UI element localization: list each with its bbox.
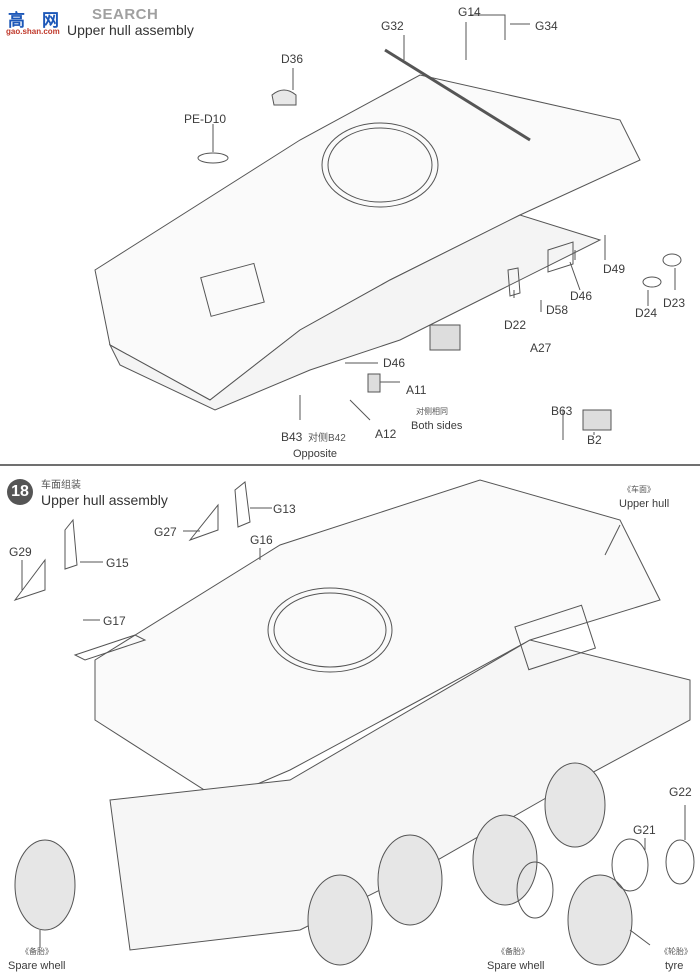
watermark-logo: 高 网 gao.shan.com bbox=[6, 6, 66, 36]
callout-b43: B43 bbox=[281, 430, 303, 444]
g34-part bbox=[470, 14, 506, 40]
step18-number-badge: 18 bbox=[7, 479, 33, 505]
spare-rim-mid bbox=[516, 861, 554, 919]
step17-hatch bbox=[200, 262, 265, 317]
label-spare-mid-en: Spare whell bbox=[487, 960, 545, 972]
label-spare-left-en: Spare whell bbox=[8, 960, 66, 972]
g17-part bbox=[73, 634, 147, 661]
watermark-brand-text: SEARCH bbox=[92, 6, 159, 23]
callout-g17: G17 bbox=[103, 614, 126, 628]
callout-d22: D22 bbox=[504, 318, 527, 332]
a11-part bbox=[367, 373, 381, 393]
tyre-part bbox=[567, 874, 633, 966]
callout-a11: A11 bbox=[406, 383, 427, 397]
step-divider bbox=[0, 464, 700, 466]
note-b42-opposite-cn: 对侧B42 bbox=[308, 433, 346, 444]
callout-g16: G16 bbox=[250, 533, 273, 547]
callout-pe-d10: PE-D10 bbox=[184, 112, 227, 126]
d24-part bbox=[642, 276, 662, 288]
logo-char-1: 高 bbox=[8, 11, 25, 30]
label-upper-hull-en: Upper hull bbox=[619, 498, 670, 510]
wheel-1 bbox=[307, 874, 373, 966]
d36-part bbox=[271, 89, 297, 106]
callout-d49: D49 bbox=[603, 262, 626, 276]
step17-hull-side bbox=[108, 214, 602, 411]
b2-part bbox=[582, 409, 612, 431]
pe-d10-part bbox=[197, 152, 229, 164]
g32-part bbox=[384, 48, 531, 142]
callout-g32: G32 bbox=[381, 19, 404, 33]
d23-part bbox=[662, 253, 682, 267]
step18-title-cn: 车面组装 bbox=[41, 480, 81, 491]
label-spare-left-cn: 《备胎》 bbox=[21, 947, 53, 956]
label-upper-hull-cn: 《车面》 bbox=[623, 485, 655, 494]
g15-part bbox=[64, 518, 78, 570]
g13-part bbox=[234, 481, 251, 528]
wheel-2 bbox=[377, 834, 443, 926]
wheel-3 bbox=[472, 814, 538, 906]
logo-subtext: gao.shan.com bbox=[6, 27, 60, 36]
callout-a27: A27 bbox=[530, 341, 552, 355]
label-tyre-en: tyre bbox=[665, 960, 684, 972]
g22-part bbox=[665, 839, 695, 885]
callout-g14: G14 bbox=[458, 5, 481, 19]
callout-g27: G27 bbox=[154, 525, 177, 539]
note-opposite: Opposite bbox=[293, 448, 338, 460]
g21-part bbox=[611, 838, 649, 892]
spare-wheel-left bbox=[14, 839, 76, 931]
step17-title: Upper hull assembly bbox=[67, 22, 194, 38]
callout-g22: G22 bbox=[669, 785, 692, 799]
step17-seat-part bbox=[429, 324, 461, 351]
g29-part bbox=[13, 558, 46, 601]
step18-title-en: Upper hull assembly bbox=[41, 492, 168, 508]
g27-part bbox=[188, 503, 219, 542]
callout-d36: D36 bbox=[281, 52, 304, 66]
wheel-4 bbox=[544, 762, 606, 848]
callout-d58: D58 bbox=[546, 303, 569, 317]
step18-radiator bbox=[514, 604, 597, 671]
callout-g34: G34 bbox=[535, 19, 558, 33]
callout-g15: G15 bbox=[106, 556, 129, 570]
d58-part bbox=[547, 241, 574, 273]
label-tyre-cn: 《轮胎》 bbox=[660, 947, 692, 956]
callout-b2: B2 bbox=[587, 433, 602, 447]
callout-g29: G29 bbox=[9, 545, 32, 559]
callout-g21: G21 bbox=[633, 823, 656, 837]
label-spare-mid-cn: 《备胎》 bbox=[497, 947, 529, 956]
callout-d24: D24 bbox=[635, 306, 658, 320]
d22-part bbox=[507, 267, 521, 297]
callout-d46-lower: D46 bbox=[383, 356, 406, 370]
note-both-sides-en: Both sides bbox=[411, 420, 463, 432]
logo-char-2: 网 bbox=[42, 11, 59, 30]
callout-d46-upper: D46 bbox=[570, 289, 593, 303]
step18-turret-ring bbox=[267, 587, 393, 673]
callout-g13: G13 bbox=[273, 502, 296, 516]
note-both-sides-cn: 对侧相同 bbox=[416, 407, 448, 416]
step18-lower-hull bbox=[109, 639, 691, 951]
callout-d23: D23 bbox=[663, 296, 686, 310]
callout-b63: B63 bbox=[551, 404, 573, 418]
callout-a12: A12 bbox=[375, 427, 397, 441]
step17-turret-ring bbox=[321, 122, 439, 208]
